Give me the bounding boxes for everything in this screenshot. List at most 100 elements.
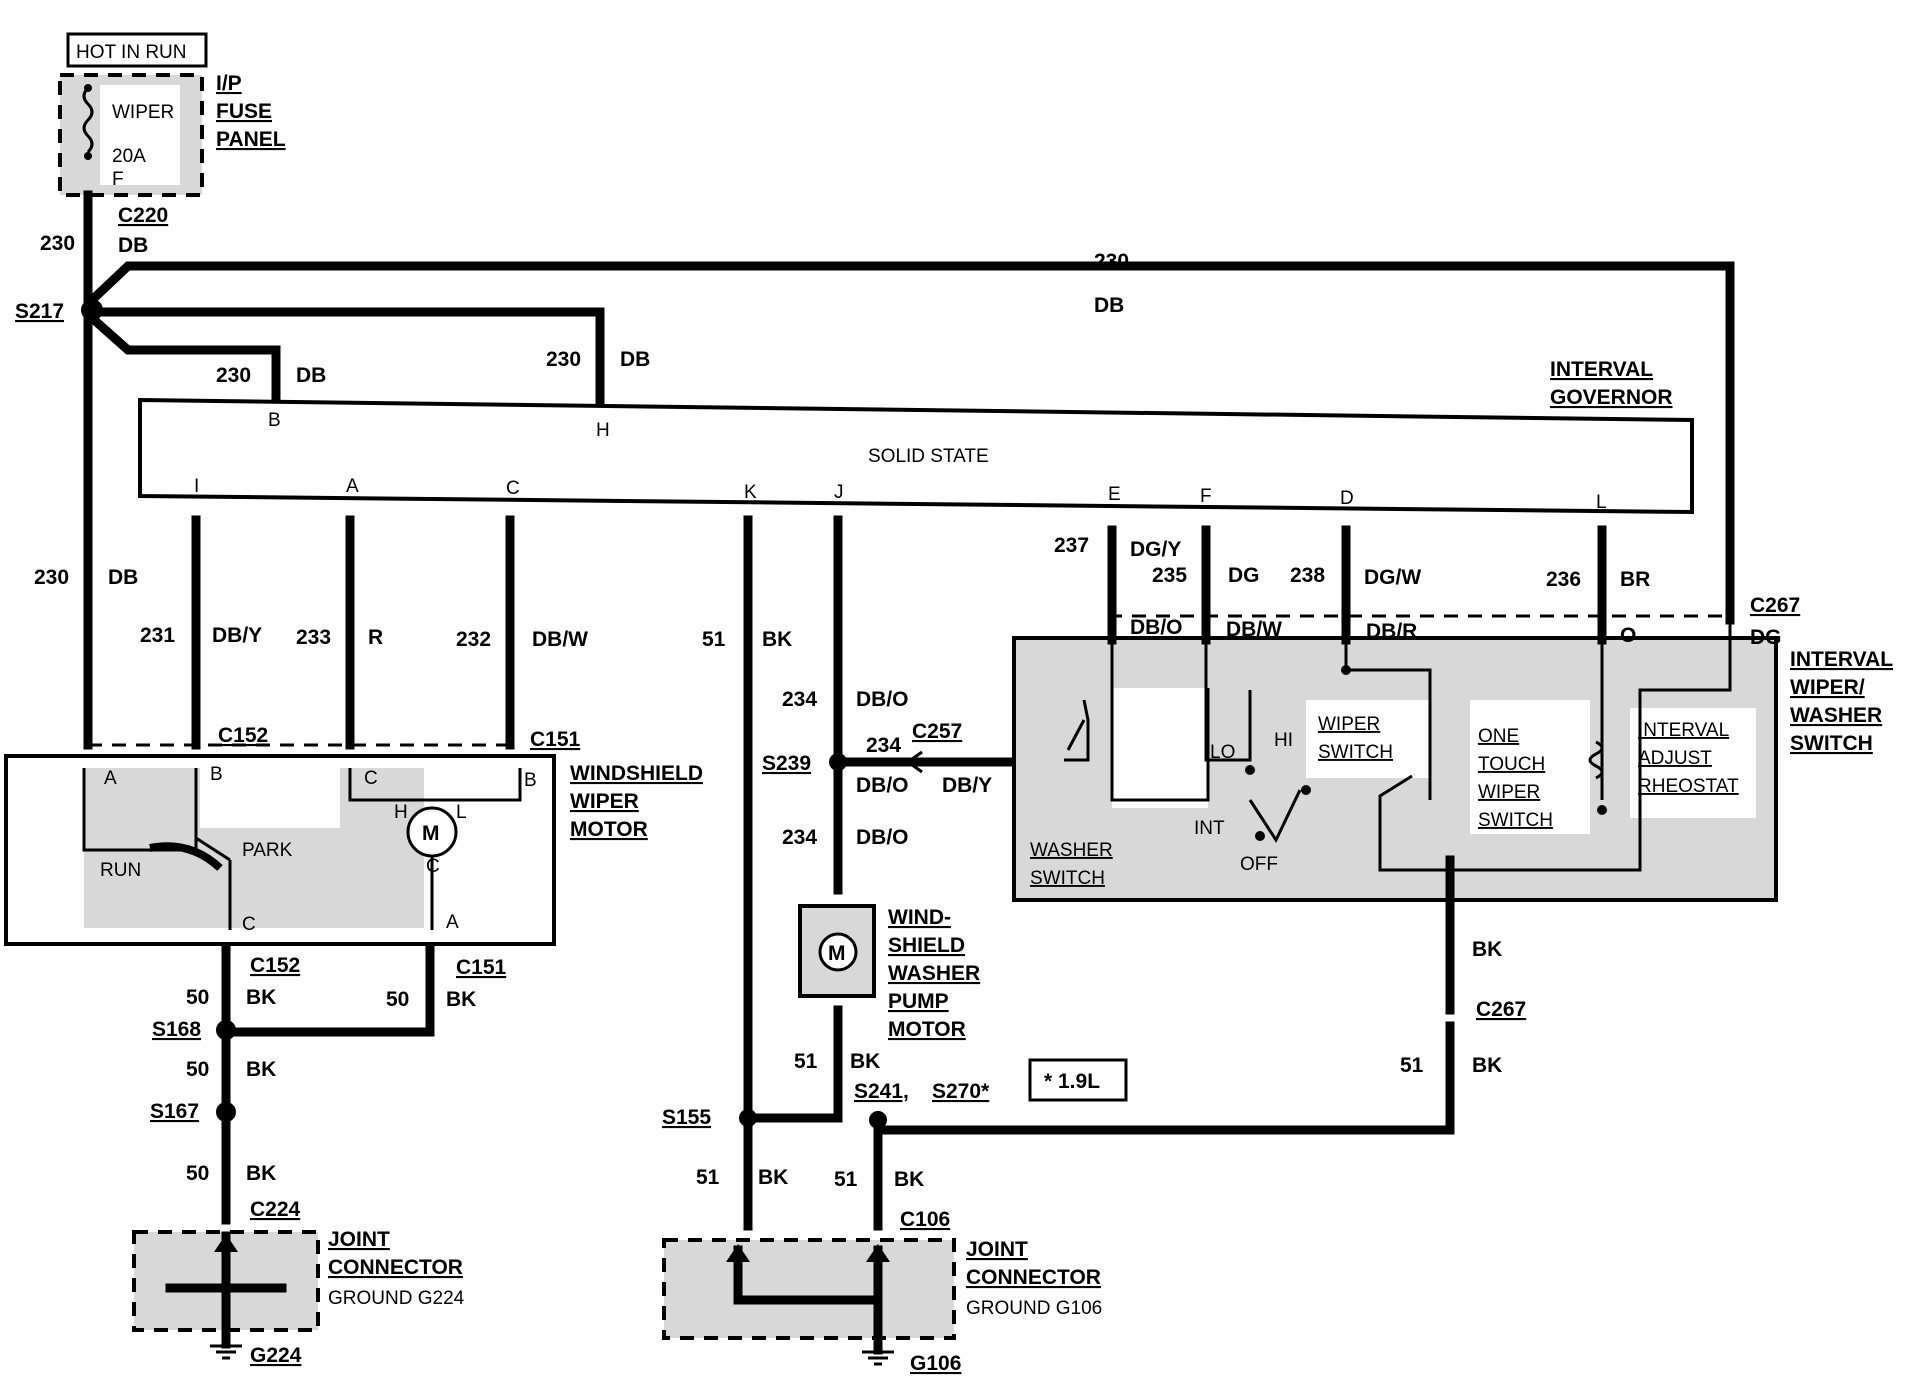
wire-db-b-label: DB <box>296 364 326 387</box>
washer-pump-motor-icon <box>818 932 858 972</box>
washer-pump-title-1: WIND- <box>888 906 951 929</box>
washer-pump-title-3: WASHER <box>888 962 980 985</box>
wire-dgy-label: DG/Y <box>1130 538 1181 561</box>
connector-c267-bot: C267 <box>1476 998 1526 1021</box>
washer-pump-title-4: PUMP <box>888 990 949 1013</box>
fuse-name: WIPER <box>112 102 174 123</box>
wire-51-sw-label: 51 <box>1400 1054 1424 1077</box>
governor-pin-c: C <box>506 478 520 499</box>
connector-c257-arrow-icon <box>905 750 923 774</box>
splice-s270-label: S270* <box>932 1080 990 1103</box>
ground-left-title-1: JOINT <box>328 1228 390 1251</box>
wire-r-label: R <box>368 626 383 649</box>
wire-c-dg-label: DG <box>1750 626 1782 649</box>
wire-50-b-label: 50 <box>386 988 409 1011</box>
wire-bk-50c-label: BK <box>246 1058 276 1081</box>
fuse-panel-title-3: PANEL <box>216 128 286 151</box>
rheostat-label-1: INTERVAL <box>1638 720 1729 741</box>
wire-dbo-c-label: DB/O <box>856 826 909 849</box>
fuse-panel: HOT IN RUN WIPER 20A F I/P FUSE PANEL <box>58 32 286 197</box>
wire-230-label: 230 <box>40 232 75 255</box>
ground-g224-icon <box>210 1344 242 1360</box>
wire-bk-sw-label: BK <box>1472 938 1502 961</box>
wire-234-c-label: 234 <box>782 826 817 849</box>
governor-pin-e: E <box>1108 484 1121 505</box>
wire-bk-r-label: BK <box>894 1168 924 1191</box>
wire-c-dbo-label: DB/O <box>1130 616 1183 639</box>
connector-c224-label: C224 <box>250 1198 301 1221</box>
wire-c-dbr-label: DB/R <box>1366 620 1417 643</box>
switch-hi-label: HI <box>1274 730 1293 751</box>
wiper-pin-a-bot: A <box>446 912 459 933</box>
wire-51-l-label: 51 <box>696 1166 720 1189</box>
governor-title-1: INTERVAL <box>1550 358 1653 381</box>
governor-body-label: SOLID STATE <box>868 446 989 467</box>
splice-s167-label: S167 <box>150 1100 199 1123</box>
wire-237-label: 237 <box>1054 534 1089 557</box>
wiper-motor-title-1: WINDSHIELD <box>570 762 703 785</box>
wire-50-d-label: 50 <box>186 1162 209 1185</box>
wire-bk-50b-label: BK <box>446 988 476 1011</box>
one-touch-label-4: SWITCH <box>1478 810 1553 831</box>
washer-pump-title-2: SHIELD <box>888 934 965 957</box>
wire-230-b-label: 230 <box>216 364 251 387</box>
switch-lo-label: LO <box>1210 742 1235 763</box>
splice-s155 <box>739 1109 757 1127</box>
fuse-rating: 20A <box>112 146 146 167</box>
wire-234-b-label: 234 <box>866 734 901 757</box>
wire-dbo-b-label: DB/O <box>856 774 909 797</box>
wire-c-dbw-label: DB/W <box>1226 618 1282 641</box>
switch-title-3: WASHER <box>1790 704 1882 727</box>
connector-c151-bot: C151 <box>456 956 507 979</box>
wire-50-a-label: 50 <box>186 986 209 1009</box>
wiper-pin-b2: B <box>524 770 537 791</box>
engine-note-box <box>1028 1058 1128 1102</box>
left-ground-wires <box>216 945 435 1225</box>
wire-bk-50d-label: BK <box>246 1162 276 1185</box>
connector-c152-bot: C152 <box>250 954 300 977</box>
one-touch-label-3: WIPER <box>1478 782 1540 803</box>
one-touch-label-1: ONE <box>1478 726 1519 747</box>
washer-switch-label-1: WASHER <box>1030 840 1113 861</box>
ground-left-id: G224 <box>250 1344 302 1367</box>
wire-236-label: 236 <box>1546 568 1581 591</box>
hot-in-run-label: HOT IN RUN <box>76 42 186 63</box>
wire-bk-l-label: BK <box>758 1166 788 1189</box>
splice-s217 <box>81 299 103 321</box>
ground-right-title-2: CONNECTOR <box>966 1266 1101 1289</box>
wire-dbw-label: DB/W <box>532 628 588 651</box>
wire-bk-k-label: BK <box>762 628 792 651</box>
fuse-terminal-icon <box>84 84 92 92</box>
governor-pin-i: I <box>194 476 199 497</box>
governor-pin-k: K <box>744 482 757 503</box>
governor-title-2: GOVERNOR <box>1550 386 1673 409</box>
wiper-pin-b: B <box>210 764 223 785</box>
wire-230-top-label: 230 <box>1094 250 1129 273</box>
wiper-pin-lo: L <box>456 802 467 823</box>
wire-c-o-label: O <box>1620 624 1636 647</box>
splice-s168 <box>216 1020 236 1040</box>
wire-50-c-label: 50 <box>186 1058 209 1081</box>
splice-s217-label: S217 <box>15 300 64 323</box>
wiper-switch-label-1: WIPER <box>1318 714 1380 735</box>
governor-pin-l: L <box>1596 492 1607 513</box>
fuse-pin: F <box>112 169 124 190</box>
wire-230-left-label: 230 <box>34 566 69 589</box>
governor-left-wires <box>88 515 843 1230</box>
wiper-motor-icon <box>406 806 458 858</box>
ground-g106-icon <box>862 1350 894 1366</box>
wire-bk-50a-label: BK <box>246 986 276 1009</box>
wiper-switch-label-2: SWITCH <box>1318 742 1393 763</box>
connector-c220-label: C220 <box>118 204 168 227</box>
connector-c152-top: C152 <box>218 724 268 747</box>
washer-pump-motor: M WIND- SHIELD WASHER PUMP MOTOR <box>743 904 980 1123</box>
connector-c106-label: C106 <box>900 1208 950 1231</box>
engine-note: * 1.9L <box>1044 1070 1100 1093</box>
switch-title-4: SWITCH <box>1790 732 1873 755</box>
connector-c151-top: C151 <box>530 728 581 751</box>
wiper-park-label: PARK <box>242 840 293 861</box>
wiper-motor-m: M <box>422 822 440 845</box>
wire-dby-label: DB/Y <box>212 624 262 647</box>
wiper-motor-title-2: WIPER <box>570 790 639 813</box>
